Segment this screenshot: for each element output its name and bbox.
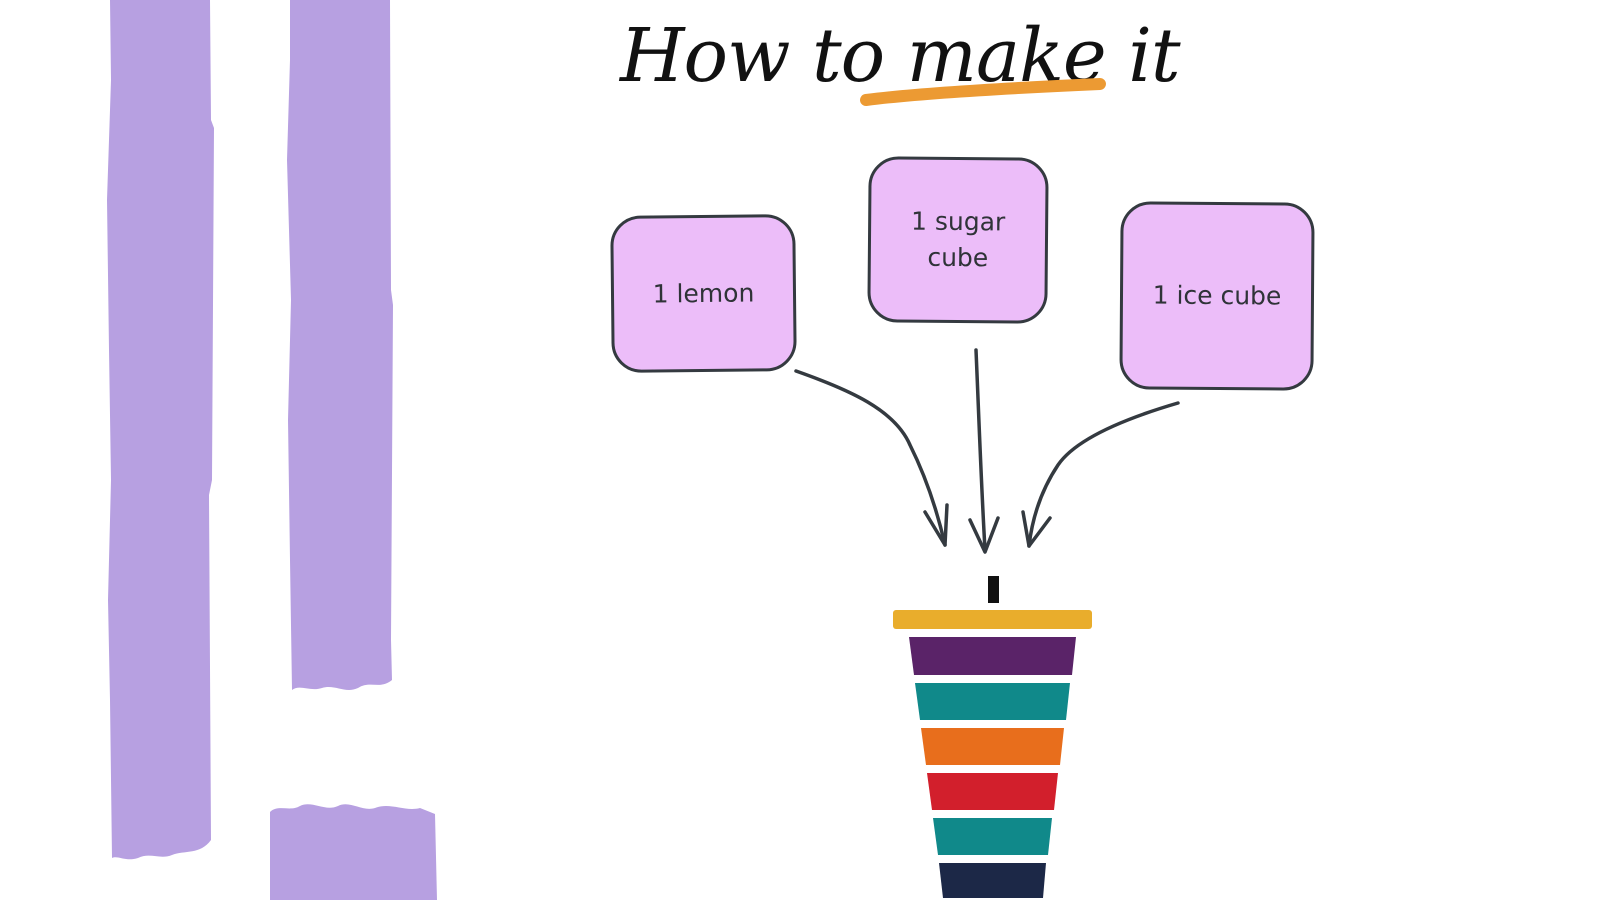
ingredient-box-lemon: 1 lemon [610,214,797,373]
ingredient-label-sugar-cube: 1 sugar cube [910,206,1006,273]
title-part-how-to: How to [620,13,885,99]
ingredient-label-ice-cube: 1 ice cube [1152,280,1282,311]
ingredient-box-sugar-cube: 1 sugar cube [867,156,1049,324]
page-title: How to make it [620,6,1181,106]
purple-bar-right [287,0,393,690]
purple-bar-left [107,0,214,860]
ingredient-label-lemon: 1 lemon [652,277,755,309]
ingredient-box-ice-cube: 1 ice cube [1119,201,1315,391]
purple-block-bottom [270,804,437,900]
title-part-make-it: make it [906,13,1181,99]
